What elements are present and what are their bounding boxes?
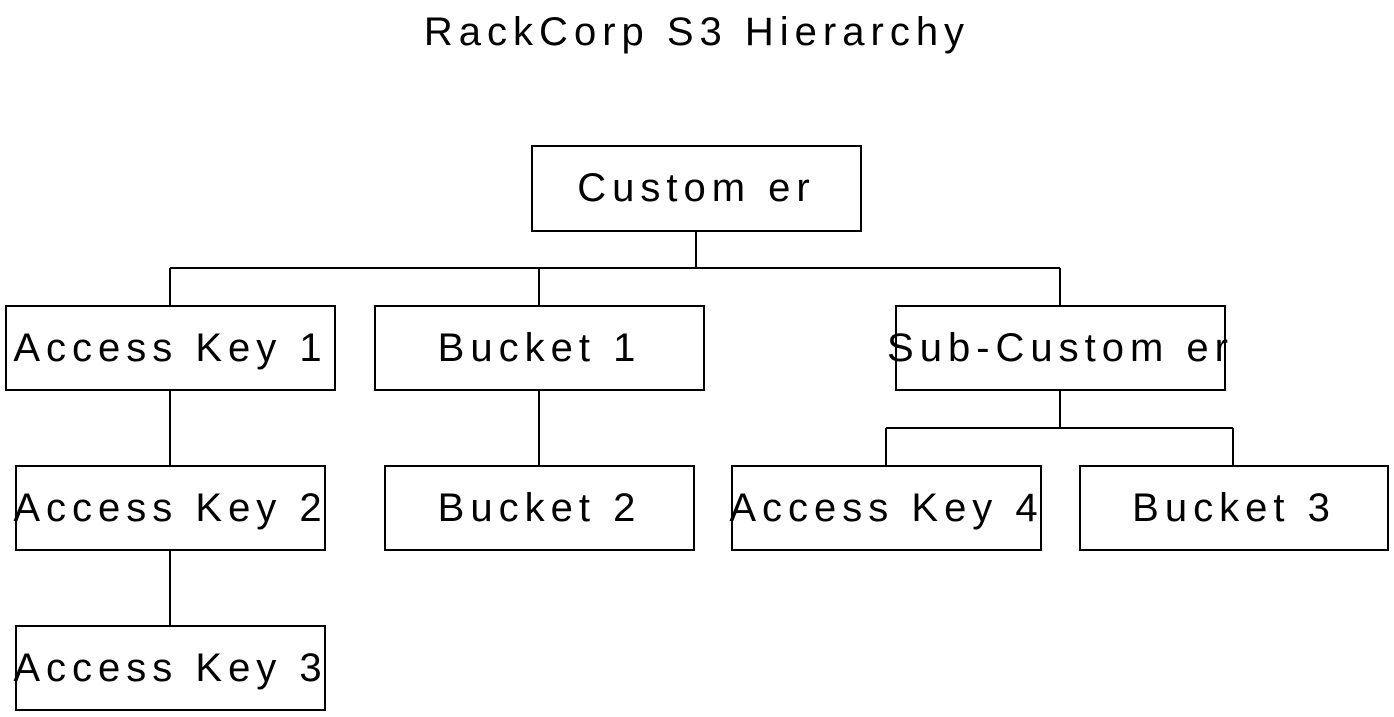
node-sub-customer: Sub-Custom er [887,305,1228,391]
node-access-key-4: Access Key 4 [729,465,1042,551]
node-access-key-3: Access Key 3 [13,625,326,711]
diagram-title: RackCorp S3 Hierarchy [423,10,971,54]
node-bucket-3: Bucket 3 [1079,465,1389,551]
node-bucket-2: Bucket 2 [384,465,695,551]
node-access-key-2: Access Key 2 [13,465,326,551]
node-bucket-1: Bucket 1 [374,305,705,391]
node-access-key-1: Access Key 1 [5,305,336,391]
node-customer: Custom er [531,145,862,232]
